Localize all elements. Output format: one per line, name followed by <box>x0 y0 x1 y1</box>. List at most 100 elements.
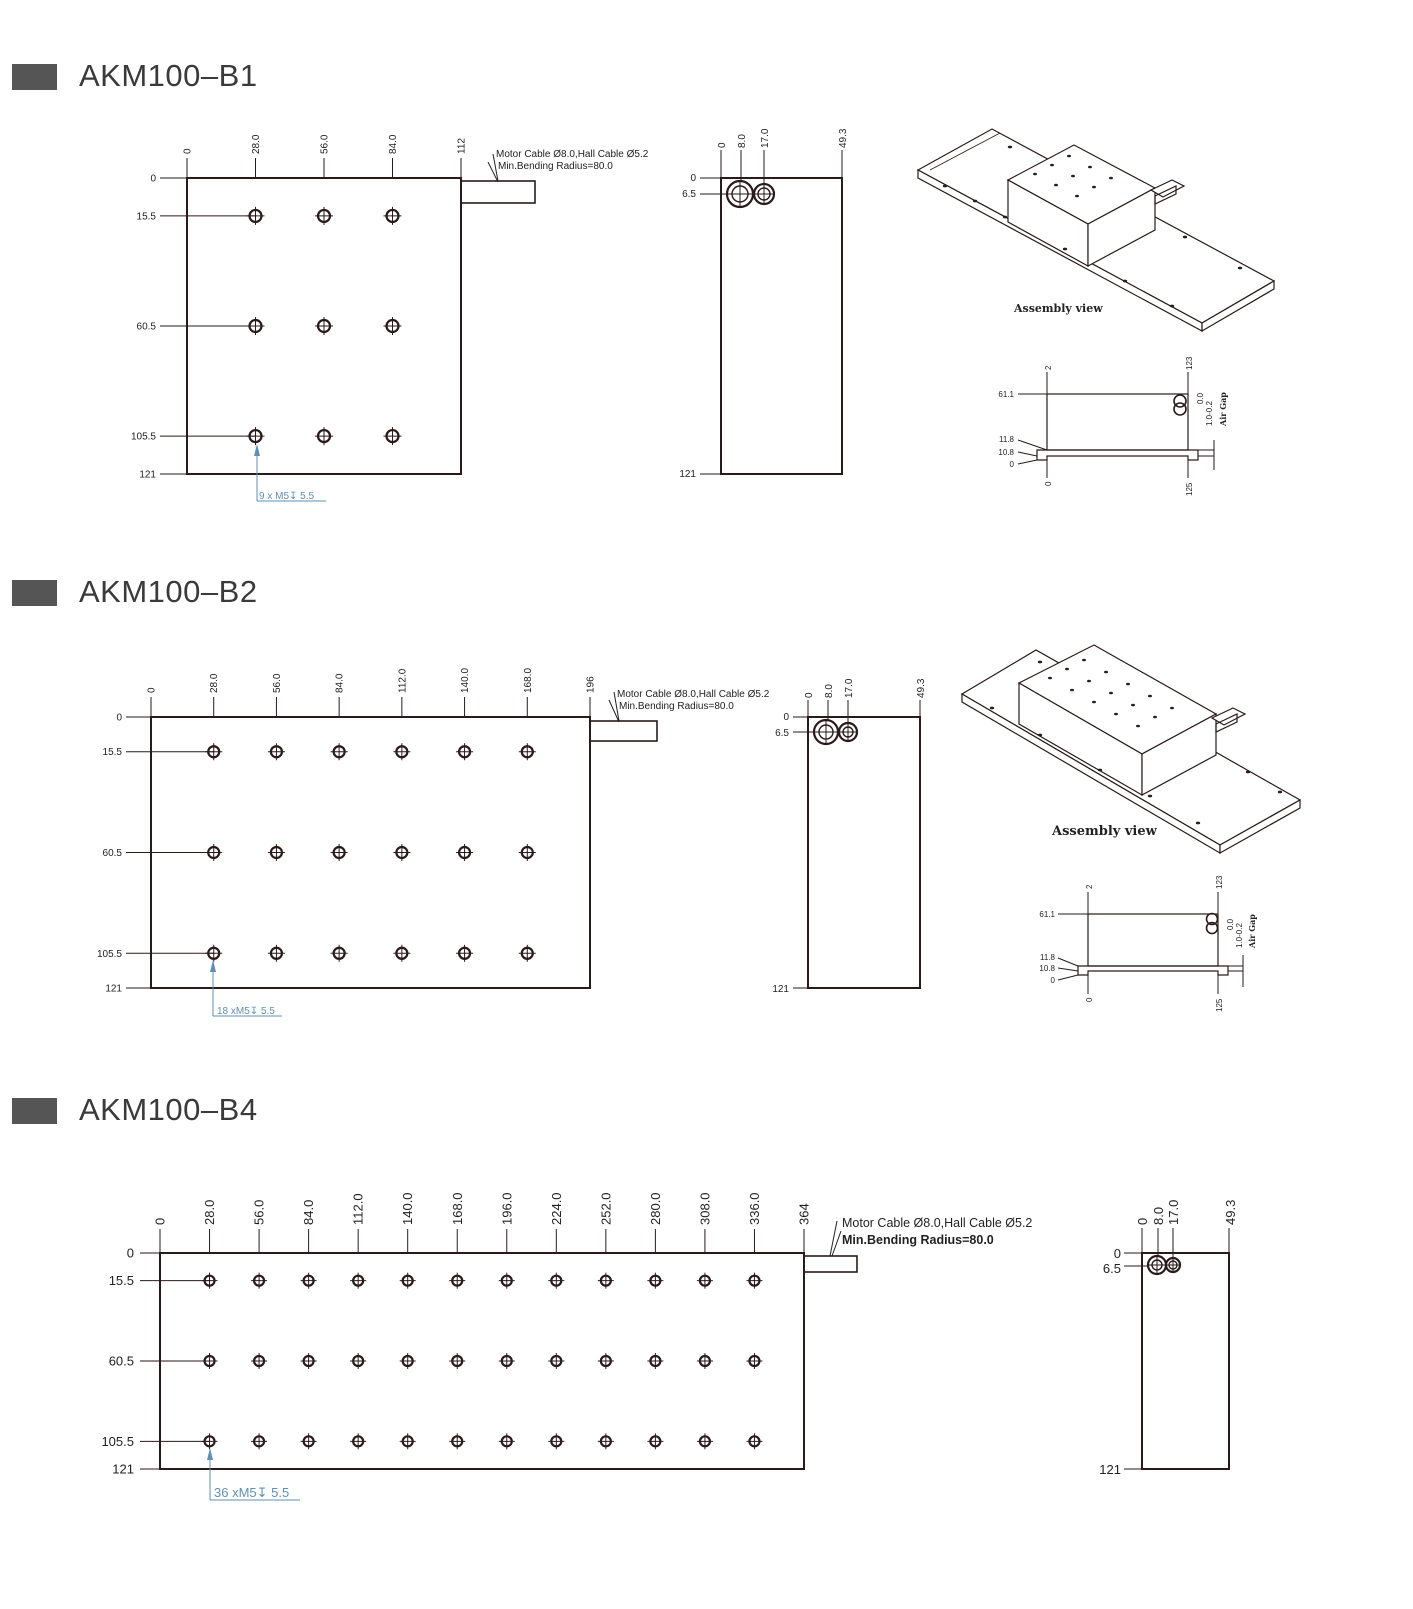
cable-note-line-2: Min.Bending Radius=80.0 <box>619 701 734 712</box>
y-dim-label: 60.5 <box>109 1354 134 1369</box>
assembly-view-illustration <box>916 128 1276 333</box>
section-dim: 61.1 <box>1039 910 1055 919</box>
x-dim-label: 364 <box>797 1203 812 1225</box>
mounting-hole-icon <box>518 743 536 761</box>
side-outline <box>807 716 921 989</box>
mounting-hole-icon <box>548 1272 565 1289</box>
hole-callout: 36 xM5↧ 5.5 <box>207 1448 300 1501</box>
assembly-hole-dot <box>1092 185 1096 189</box>
x-dim-label: 168.0 <box>450 1192 465 1225</box>
mounting-hole-icon <box>315 317 333 335</box>
mounting-hole-icon <box>205 844 223 861</box>
mounting-hole-icon <box>597 1433 614 1450</box>
rail-mount-dot <box>1097 768 1103 772</box>
x-dim-label: 56.0 <box>252 1200 267 1225</box>
assembly-hole-dot <box>1075 194 1079 198</box>
mounting-hole-icon <box>456 743 474 761</box>
mounting-hole-icon <box>498 1353 515 1369</box>
mounting-hole-icon <box>383 206 402 225</box>
section-dim: 123 <box>1185 356 1194 370</box>
assembly-hole-dot <box>1109 176 1113 180</box>
section-marker <box>12 580 57 606</box>
side-y-dim: 6.5 <box>775 728 789 739</box>
section-view <box>1057 892 1244 994</box>
side-y-dim: 6.5 <box>682 189 696 200</box>
mounting-hole-icon <box>251 1433 268 1450</box>
cable-note: Motor Cable Ø8.0,Hall Cable Ø5.2 Min.Ben… <box>487 149 649 183</box>
mounting-hole-icon <box>449 1433 466 1450</box>
side-y-dim: 0 <box>690 173 696 184</box>
mounting-hole-icon <box>205 944 223 962</box>
x-dim-label: 56.0 <box>320 134 331 154</box>
rail-mount-dot <box>1147 794 1153 798</box>
mounting-hole-icon <box>399 1433 416 1450</box>
assembly-hole-dot <box>1050 163 1054 167</box>
x-dim-label: 84.0 <box>301 1200 316 1225</box>
side-x-dim: 17.0 <box>760 128 771 148</box>
assembly-hole-dot <box>1131 703 1135 707</box>
section-title: AKM100–B4 <box>79 1092 258 1127</box>
mounting-hole-icon <box>246 317 265 335</box>
mounting-hole-icon <box>498 1433 515 1450</box>
x-dim-label: 336.0 <box>747 1192 762 1225</box>
mounting-hole-icon <box>300 1433 317 1450</box>
side-x-dim: 0 <box>717 142 728 148</box>
mounting-hole-icon <box>597 1272 614 1289</box>
mounting-hole-icon <box>597 1353 614 1369</box>
mounting-hole-icon <box>696 1353 713 1369</box>
rail-mount-dot <box>1195 821 1201 825</box>
cable-note-line-1: Motor Cable Ø8.0,Hall Cable Ø5.2 <box>496 149 649 160</box>
mounting-hole-icon <box>746 1433 763 1450</box>
mounting-hole-icon <box>399 1353 416 1369</box>
rail-mount-dot <box>1245 770 1251 774</box>
assembly-hole-dot <box>1033 172 1037 176</box>
cable-stub <box>589 720 658 742</box>
section-view <box>1017 372 1215 478</box>
section-title: AKM100–B2 <box>79 574 258 609</box>
mounting-hole-icon <box>251 1353 268 1369</box>
assembly-holes <box>942 145 1243 308</box>
assembly-view-label: Assembly view <box>1013 302 1103 315</box>
assembly-hole-dot <box>1126 682 1130 686</box>
assembly-hole-dot <box>1048 676 1052 680</box>
x-dim-label: 0 <box>147 687 158 693</box>
side-x-dim: 0 <box>804 692 815 698</box>
air-gap-label: Air Gap <box>1218 392 1228 427</box>
mounting-hole-icon <box>456 844 474 861</box>
rail-mount-dot <box>942 184 948 188</box>
assembly-hole-dot <box>1092 700 1096 704</box>
y-dim-label: 60.5 <box>103 848 123 859</box>
x-dim-label: 84.0 <box>388 134 399 154</box>
mounting-hole-icon <box>267 844 285 861</box>
section-dim: 123 <box>1215 875 1224 889</box>
assembly-view-illustration <box>960 644 1302 855</box>
x-dim-label: 140.0 <box>400 1192 415 1225</box>
y-dim-label: 105.5 <box>101 1434 134 1449</box>
section-dim: 0 <box>1085 997 1094 1002</box>
assembly-holes <box>989 658 1283 825</box>
mounting-hole-icon <box>696 1272 713 1289</box>
mounting-hole-icon <box>201 1272 218 1289</box>
side-y-dim: 121 <box>679 469 696 480</box>
side-x-dim: 8.0 <box>1151 1207 1166 1225</box>
mounting-hole-icon <box>456 944 474 962</box>
mounting-hole-icon <box>330 743 348 761</box>
section-dim: 0.0 <box>1196 392 1205 404</box>
mounting-hole-icon <box>205 743 223 761</box>
assembly-hole-dot <box>1104 670 1108 674</box>
assembly-hole-dot <box>1114 712 1118 716</box>
assembly-hole-dot <box>1065 667 1069 671</box>
side-view <box>793 700 921 989</box>
mounting-hole-icon <box>201 1353 218 1369</box>
side-dims: 0 8.0 17.0 49.3 0 6.5 121 <box>679 128 849 480</box>
x-dim-label: 224.0 <box>549 1192 564 1225</box>
mounting-hole-icon <box>393 743 411 761</box>
y-dim-label: 121 <box>112 1462 134 1477</box>
mounting-hole-icon <box>315 427 333 446</box>
mounting-hole-icon <box>399 1272 416 1289</box>
y-dim-label: 15.5 <box>137 211 157 222</box>
mounting-hole-icon <box>518 844 536 861</box>
mounting-hole-icon <box>393 844 411 861</box>
